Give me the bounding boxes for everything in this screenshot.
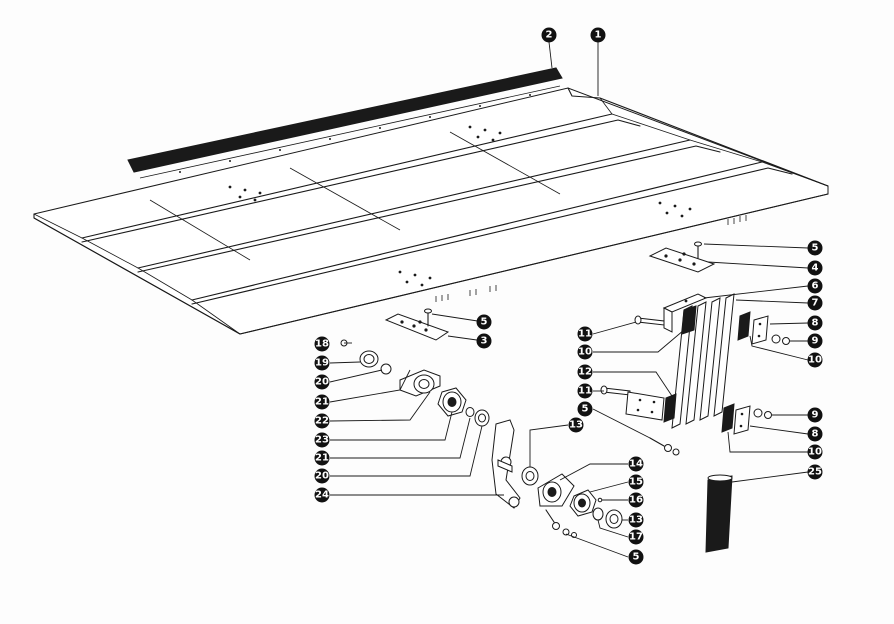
svg-text:9: 9	[812, 410, 819, 421]
svg-text:5: 5	[812, 243, 819, 254]
washer-21-top	[380, 363, 392, 375]
hole-pattern	[228, 125, 692, 287]
callout-5: 5	[628, 549, 644, 565]
callout-5: 5	[476, 314, 492, 330]
svg-text:5: 5	[633, 552, 640, 563]
plate-4	[648, 247, 716, 273]
callout-11: 11	[577, 326, 593, 342]
grease-nipple-16	[597, 497, 603, 503]
callout-13: 13	[628, 512, 644, 528]
bracket-12	[625, 391, 665, 421]
svg-text:10: 10	[808, 447, 822, 458]
svg-text:5: 5	[582, 404, 589, 415]
callout-20: 20	[314, 468, 330, 484]
svg-text:23: 23	[315, 435, 329, 446]
svg-text:17: 17	[629, 532, 643, 543]
svg-text:10: 10	[578, 347, 592, 358]
svg-text:19: 19	[315, 358, 329, 369]
svg-text:14: 14	[629, 459, 643, 470]
svg-text:7: 7	[812, 298, 819, 309]
pivot-parts	[340, 339, 521, 509]
svg-text:10: 10	[808, 355, 822, 366]
callout-3: 3	[476, 333, 492, 349]
svg-text:21: 21	[315, 397, 329, 408]
callout-8: 8	[807, 315, 823, 331]
svg-text:9: 9	[812, 336, 819, 347]
callout-5: 5	[577, 401, 593, 417]
callout-22: 22	[314, 413, 330, 429]
svg-text:4: 4	[812, 263, 819, 274]
callout-10: 10	[807, 352, 823, 368]
callout-9: 9	[807, 407, 823, 423]
svg-text:13: 13	[629, 515, 643, 526]
underside-bolts	[435, 215, 747, 302]
rubber-block-10	[663, 305, 751, 433]
washer-21-bottom	[465, 407, 475, 417]
callout-2: 2	[541, 27, 557, 43]
svg-text:24: 24	[315, 490, 329, 501]
callout-7: 7	[807, 295, 823, 311]
clamp-plate-8	[733, 315, 769, 435]
callout-14: 14	[628, 456, 644, 472]
callout-18: 18	[314, 336, 330, 352]
bolt-5-mid	[649, 437, 680, 456]
hanger-straps-7	[671, 293, 735, 429]
svg-text:18: 18	[315, 339, 329, 350]
callout-25: 25	[807, 464, 823, 480]
flange-bearing-parts	[521, 466, 623, 538]
svg-text:11: 11	[578, 329, 592, 340]
bolts-11	[600, 315, 665, 396]
nut-5-bottom	[552, 522, 560, 530]
callout-19: 19	[314, 355, 330, 371]
callout-10: 10	[807, 444, 823, 460]
callout-9: 9	[807, 333, 823, 349]
callout-23: 23	[314, 432, 330, 448]
bolt-5-upper	[694, 241, 702, 259]
callout-17: 17	[628, 529, 644, 545]
callouts: 2 1 5 4 6 7 8 9 10 9 8 10 25 11 10 12 11…	[314, 27, 823, 565]
svg-text:25: 25	[808, 467, 822, 478]
svg-text:11: 11	[578, 386, 592, 397]
callout-1: 1	[590, 27, 606, 43]
callout-15: 15	[628, 474, 644, 490]
svg-text:6: 6	[812, 281, 819, 292]
sieve-tray	[33, 87, 829, 335]
callout-5: 5	[807, 240, 823, 256]
callout-6: 6	[807, 278, 823, 294]
callout-12: 12	[577, 364, 593, 380]
svg-text:20: 20	[315, 471, 329, 482]
bolt-5-left	[424, 308, 432, 327]
callout-21: 21	[314, 394, 330, 410]
callout-24: 24	[314, 487, 330, 503]
callout-21: 21	[314, 450, 330, 466]
svg-text:8: 8	[812, 318, 819, 329]
svg-text:3: 3	[481, 336, 488, 347]
svg-text:20: 20	[315, 377, 329, 388]
plate-3	[384, 313, 450, 341]
washer-17	[592, 507, 604, 521]
callout-16: 16	[628, 492, 644, 508]
rubber-sleeve-25	[705, 474, 733, 553]
nuts-9	[753, 334, 790, 419]
callout-8: 8	[807, 426, 823, 442]
svg-text:2: 2	[546, 30, 553, 41]
callout-10: 10	[577, 344, 593, 360]
callout-13: 13	[568, 417, 584, 433]
svg-text:22: 22	[315, 416, 329, 427]
callout-11: 11	[577, 383, 593, 399]
svg-text:1: 1	[595, 30, 602, 41]
leader-lines	[329, 41, 809, 558]
svg-text:8: 8	[812, 429, 819, 440]
rubber-seal-strip	[127, 67, 563, 179]
callout-20: 20	[314, 374, 330, 390]
svg-text:5: 5	[481, 317, 488, 328]
svg-text:21: 21	[315, 453, 329, 464]
svg-text:15: 15	[629, 477, 643, 488]
svg-text:13: 13	[569, 420, 583, 431]
svg-text:16: 16	[629, 495, 643, 506]
svg-text:12: 12	[578, 367, 592, 378]
callout-4: 4	[807, 260, 823, 276]
